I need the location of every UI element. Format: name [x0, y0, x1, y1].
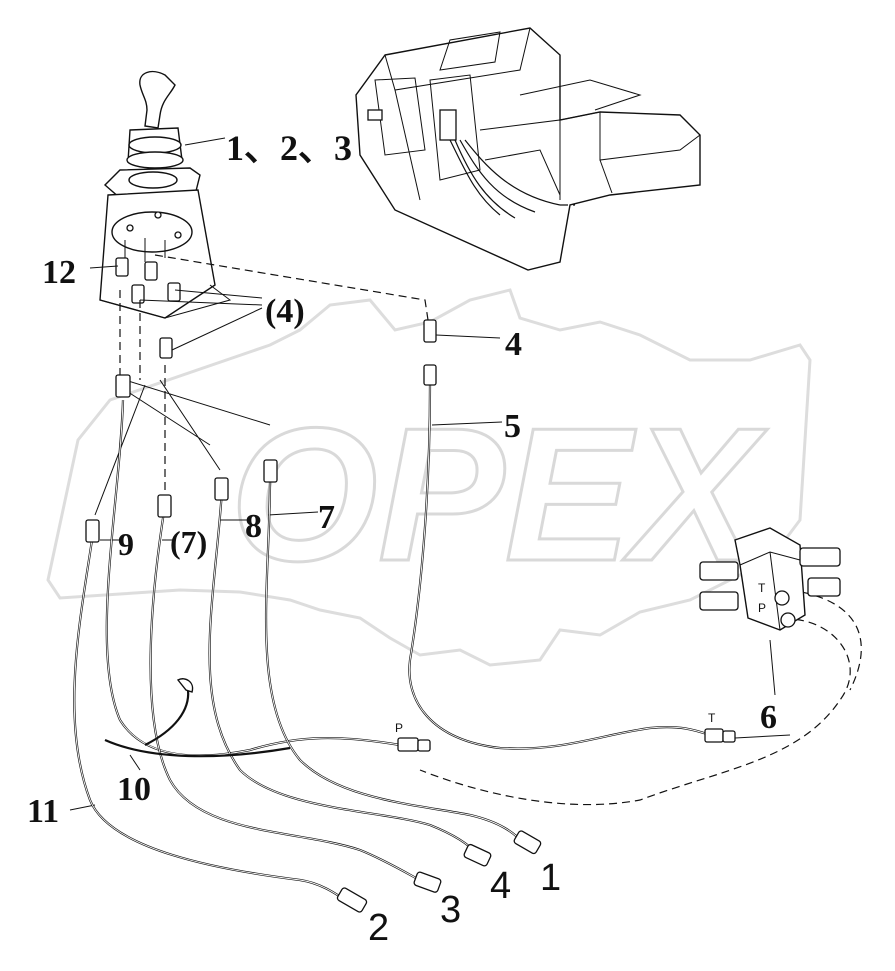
hose-end-label-2: 2: [368, 907, 389, 949]
hose-end-label-4: 4: [490, 865, 511, 907]
callout-4: 4: [505, 326, 522, 363]
shuttle-valve-6: T P: [699, 527, 841, 631]
connection-dashes: [94, 254, 862, 806]
hose-fittings: [85, 319, 736, 913]
callout-5: 5: [504, 408, 521, 445]
callout-8: 8: [245, 508, 262, 545]
port-label-T: T: [758, 581, 766, 595]
hose-label-T: T: [708, 711, 716, 725]
callout-7-paren: (7): [170, 524, 207, 560]
hoses: [73, 384, 711, 901]
callout-9: 9: [118, 526, 134, 562]
hose-end-label-1: 1: [540, 857, 561, 899]
callout-7: 7: [318, 499, 335, 536]
port-label-P: P: [758, 601, 766, 615]
callout-11: 11: [27, 793, 59, 830]
leader-lines: [69, 137, 791, 811]
watermark-text: OPEX: [230, 389, 768, 601]
callout-4-paren: (4): [265, 293, 305, 330]
pilot-control-valve: [99, 70, 232, 359]
hose-10: [104, 738, 291, 758]
callout-12: 12: [42, 254, 76, 291]
valve-ports: [115, 257, 181, 359]
hose-end-label-3: 3: [440, 889, 461, 931]
excavator-cab-illustration: [355, 27, 701, 271]
callouts: 1、2、3 12 (4) 4 5 7 8 (7) 9 6 10 11 1 2 3…: [27, 128, 777, 949]
opex-watermark: OPEX: [46, 288, 812, 667]
callout-6: 6: [760, 699, 777, 736]
joystick-grip: [139, 70, 176, 129]
hose-label-P: P: [395, 721, 403, 735]
callout-10: 10: [117, 771, 151, 808]
callout-1-2-3: 1、2、3: [226, 128, 352, 168]
